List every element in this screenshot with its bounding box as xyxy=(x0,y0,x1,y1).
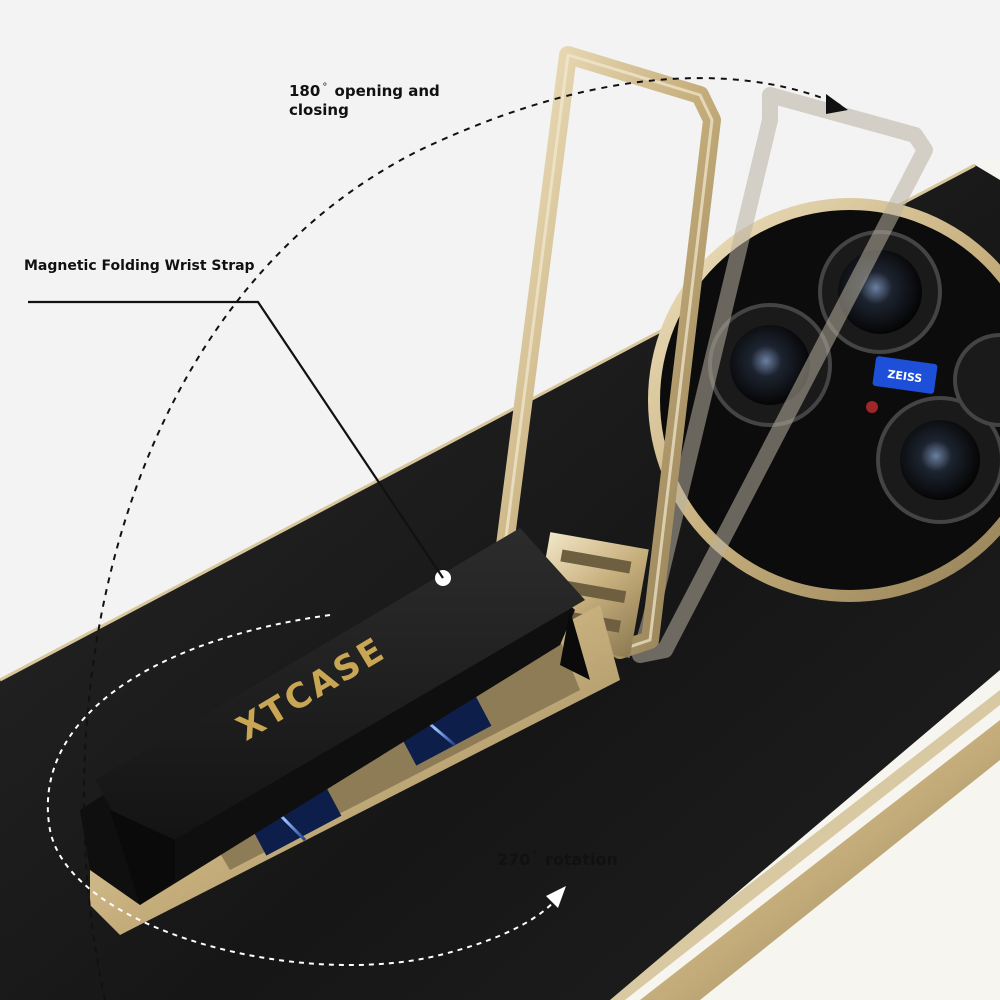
opening-degree-mark: ° xyxy=(322,82,328,93)
opening-angle: 180 xyxy=(289,82,321,100)
rotation-arc xyxy=(47,614,561,966)
rotation-arrowhead xyxy=(546,886,566,908)
wrist-strap: XTCASE xyxy=(80,528,590,905)
opening-text: opening and closing xyxy=(289,82,440,119)
wrist-strap-annotation: Magnetic Folding Wrist Strap xyxy=(24,258,264,276)
stand-frame-ghost xyxy=(632,87,933,663)
zeiss-badge xyxy=(872,356,938,394)
rotation-degree-mark: ° xyxy=(532,850,538,861)
rotation-annotation: 270° rotation xyxy=(497,850,618,870)
rotation-angle: 270 xyxy=(497,850,531,869)
rotation-text: rotation xyxy=(544,850,618,869)
wrist-strap-callout-line xyxy=(28,300,444,579)
wrist-strap-text: Magnetic Folding Wrist Strap xyxy=(24,258,255,274)
opening-annotation: 180° opening and closing xyxy=(289,82,479,120)
opening-arc xyxy=(82,77,841,1000)
opening-arrowhead xyxy=(826,94,848,114)
zeiss-badge-text: ZEISS xyxy=(887,368,923,386)
